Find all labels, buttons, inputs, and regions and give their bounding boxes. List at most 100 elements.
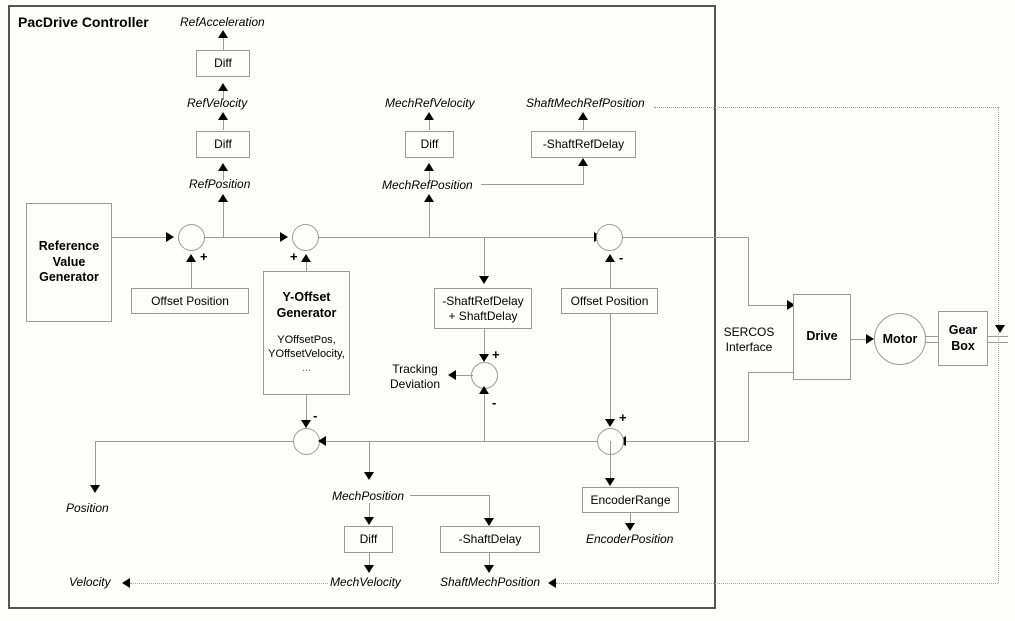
arrow-down-tracking-sum-plus (479, 354, 489, 362)
signal-label-shaft-mech-position: ShaftMechPosition (440, 575, 541, 589)
sign-sum-bottom-right-plus: + (619, 410, 627, 425)
wire-diff4-to-mechvelocity (369, 553, 370, 569)
block-gear-box: Gear Box (938, 311, 988, 366)
arrow-down-mechposition (364, 472, 374, 480)
page-title: PacDrive Controller (18, 14, 149, 30)
block-shaft-delay: -ShaftDelay (440, 526, 540, 553)
wire-refvelocity-to-diff1 (223, 90, 224, 100)
wire-encoderrange-to-encoderposition (630, 513, 631, 527)
arrow-up-mechrefposition (424, 194, 434, 202)
arrow-down-delay-block (479, 276, 489, 284)
wire-sercos-to-drive-input (748, 305, 793, 306)
sercos-line-1: SERCOS (723, 325, 775, 339)
block-diff-ref-acceleration: Diff (196, 50, 250, 77)
wire-mechrefposition-to-shaftrefdelay (481, 184, 584, 185)
reference-value-generator-line-1: Reference (38, 239, 100, 254)
signal-label-position: Position (66, 501, 109, 515)
arrow-up-sum2-yoffset (301, 254, 311, 262)
arrow-right-sum2-input (280, 232, 288, 242)
wire-mechrefposition-to-diff3 (429, 170, 430, 180)
signal-label-mech-velocity: MechVelocity (330, 575, 401, 589)
sign-tracking-plus: + (492, 347, 500, 362)
wire-sum-bottom-right-to-encoderrange (610, 441, 611, 483)
y-offset-generator-body-line-1: YOffsetPos, (277, 334, 336, 347)
arrow-up-sum1-offset (186, 254, 196, 262)
wire-shaftdelay-dropper (489, 495, 490, 522)
signal-label-ref-acceleration: RefAcceleration (180, 15, 265, 29)
dotted-wire-shaftmechrefposition-right (654, 107, 998, 108)
arrow-up-refvelocity (218, 112, 228, 120)
wire-rvg-to-sum1 (112, 237, 168, 238)
arrow-left-sum-bottom-left-input (318, 436, 326, 446)
arrow-down-encoderposition (625, 523, 635, 531)
block-y-offset-generator: Y-Offset Generator YOffsetPos, YOffsetVe… (263, 271, 350, 395)
wire-tracking-sum-to-label (455, 375, 473, 376)
block-diff-ref-velocity: Diff (196, 131, 250, 158)
wire-sum-bottom-right-to-sum-bottom-left (320, 441, 597, 442)
arrow-right-motor-input (866, 334, 874, 344)
summing-junction-3 (596, 224, 623, 251)
wire-bus-branch-to-delay-block (484, 237, 485, 281)
arrow-up-refposition (218, 194, 228, 202)
sercos-line-2: Interface (725, 340, 773, 354)
sign-tracking-minus: - (492, 395, 497, 410)
y-offset-generator-body-line-3: ... (301, 361, 312, 374)
signal-label-ref-velocity: RefVelocity (187, 96, 248, 110)
tracking-deviation-line-1: Tracking (392, 362, 438, 376)
y-offset-generator-title-line-2: Generator (276, 305, 337, 320)
arrow-down-mechvelocity (364, 565, 374, 573)
arrow-up-shaftmechrefposition (578, 112, 588, 120)
summing-junction-1 (178, 224, 205, 251)
sign-sum2-plus: + (290, 249, 298, 264)
wire-sum1-to-sum2 (205, 237, 282, 238)
wire-sercos-down-to-drive (748, 237, 749, 305)
wire-drive-feedback-down (748, 372, 749, 441)
wire-bottom-bus-to-tracking-sum (484, 393, 485, 441)
block-reference-value-generator: Reference Value Generator (26, 203, 112, 322)
dotted-wire-right-edge (998, 107, 999, 583)
signal-label-mech-ref-position: MechRefPosition (382, 178, 473, 192)
shaft-gearbox-output (988, 336, 1008, 343)
arrow-right-sum1-input (166, 232, 174, 242)
wire-sum-bottom-left-to-position (95, 441, 293, 442)
wire-sum3-to-sercos (623, 237, 748, 238)
shaft-motor-to-gearbox (925, 336, 939, 343)
wire-diff2-to-refvelocity (223, 118, 224, 130)
sign-sum-bottom-left-minus: - (313, 408, 318, 423)
pacdrive-controller-boundary (8, 5, 716, 609)
block-drive: Drive (793, 294, 851, 380)
block-offset-position-1: Offset Position (131, 288, 249, 314)
wire-yoffsetgen-to-sum2 (306, 262, 307, 272)
tracking-deviation-line-2: Deviation (389, 377, 441, 391)
dotted-wire-bottom-to-shaftmechposition (556, 583, 998, 584)
wire-mechposition-to-shaftdelay (410, 495, 490, 496)
gear-box-line-2: Box (951, 338, 975, 353)
signal-label-tracking-deviation: Tracking Deviation (384, 362, 446, 392)
signal-label-encoder-position: EncoderPosition (586, 532, 674, 546)
wire-yoffsetgen-to-sum-bottom-left (306, 395, 307, 427)
label-sercos-interface: SERCOS Interface (718, 325, 780, 355)
summing-junction-2 (292, 224, 319, 251)
arrow-down-sum-bottom-right (605, 419, 615, 427)
signal-label-mech-ref-velocity: MechRefVelocity (385, 96, 475, 110)
arrow-up-mechrefvelocity (424, 112, 434, 120)
sign-sum1-plus: + (200, 249, 208, 264)
block-diff-mech-ref-velocity: Diff (405, 131, 454, 158)
arrow-up-refacceleration (218, 30, 228, 38)
summing-junction-bottom-left (293, 428, 320, 455)
reference-value-generator-line-2: Value (52, 254, 86, 269)
y-offset-generator-body-line-2: YOffsetVelocity, (268, 348, 345, 360)
arrow-up-tracking-sum-minus (479, 386, 489, 394)
wire-drive-feedback-to-sum-bottom-right (625, 441, 749, 442)
wire-offsetposition2-to-sum-bottom-right (610, 314, 611, 424)
delay-block-line-1: -ShaftRefDelay (442, 293, 524, 308)
arrow-down-sum-bottom-left (301, 420, 311, 428)
arrow-up-diff-ref-velocity (218, 163, 228, 171)
reference-value-generator-line-3: Generator (39, 270, 99, 285)
wire-position-riser (95, 441, 96, 489)
y-offset-generator-title-line-1: Y-Offset (282, 290, 331, 304)
wire-drive-feedback-left (748, 372, 794, 373)
block-shaft-ref-delay: -ShaftRefDelay (531, 131, 636, 158)
arrow-down-position (90, 485, 100, 493)
